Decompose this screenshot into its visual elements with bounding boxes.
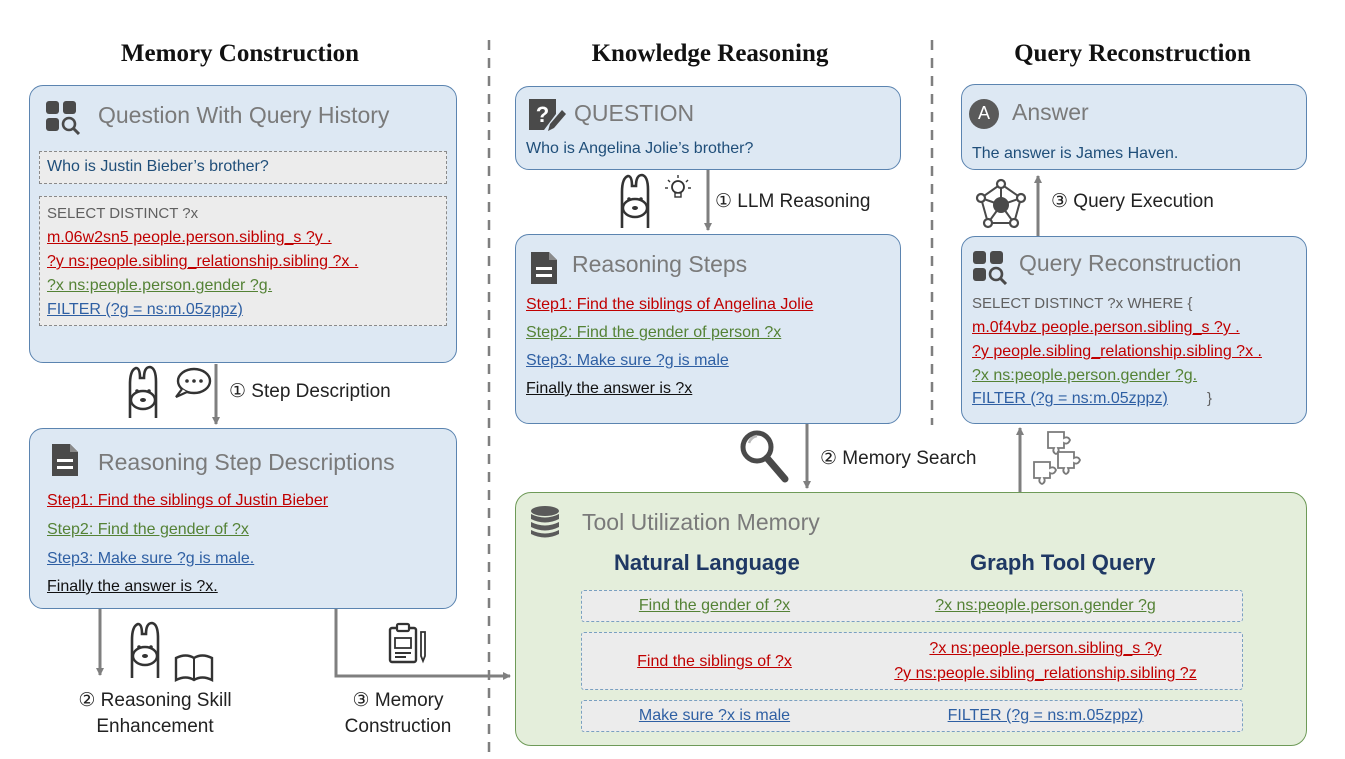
history-query-line-2: m.06w2sn5 people.person.sibling_s ?y . <box>47 229 332 246</box>
history-query-line-1: SELECT DISTINCT ?x <box>47 205 199 222</box>
history-question: Who is Justin Bieber’s brother? <box>47 158 269 175</box>
label-reasoning-skill-enhancement: ② Reasoning Skill Enhancement <box>40 688 270 740</box>
label-query-execution: ③ Query Execution <box>1051 191 1214 212</box>
database-icon <box>531 506 559 538</box>
answer-badge-letter: A <box>977 103 990 123</box>
llama-idea-icon <box>620 173 691 228</box>
document-icon <box>531 252 557 284</box>
question-text: Who is Angelina Jolie’s brother? <box>526 140 754 157</box>
magnifier-icon <box>740 430 789 483</box>
question-box-title: QUESTION <box>574 100 695 126</box>
memory-row-query-line-1: ?x ns:people.person.sibling_s ?y <box>929 640 1162 657</box>
answer-text: The answer is James Haven. <box>972 145 1179 162</box>
reconstruction-line-1: SELECT DISTINCT ?x WHERE { <box>972 295 1193 312</box>
reconstruction-line-4: ?x ns:people.person.gender ?g. <box>972 367 1198 384</box>
reconstruction-box-title: Query Reconstruction <box>1019 250 1242 276</box>
history-query-frame: SELECT DISTINCT ?x m.06w2sn5 people.pers… <box>39 196 447 326</box>
history-query-line-3: ?y ns:people.sibling_relationship.siblin… <box>47 253 359 270</box>
memory-row-nl: Make sure ?x is male <box>638 707 791 724</box>
history-box-title: Question With Query History <box>98 102 390 128</box>
memory-row-nl: Find the gender of ?x <box>638 597 791 614</box>
description-step-2: Step2: Find the gender of ?x <box>47 521 249 538</box>
reasoning-step-3: Step3: Make sure ?g is male <box>526 352 729 369</box>
column-header-natural-language: Natural Language <box>614 550 800 575</box>
question-pen-icon: ? <box>529 99 566 131</box>
answer-box: A Answer The answer is James Haven. <box>961 84 1307 170</box>
label-memory-construction: ③ Memory Construction <box>318 688 478 740</box>
reconstruction-line-5: FILTER (?g = ns:m.05zppz) <box>972 390 1168 407</box>
label-memory-line-2: Construction <box>344 716 452 737</box>
description-step-3: Step3: Make sure ?g is male. <box>47 550 255 567</box>
history-question-frame: Who is Justin Bieber’s brother? <box>39 151 447 184</box>
query-reconstruction-box: Query Reconstruction SELECT DISTINCT ?x … <box>961 236 1307 424</box>
llama-book-icon <box>130 621 214 682</box>
column-title-knowledge-reasoning: Knowledge Reasoning <box>591 40 829 67</box>
llama-speech-icon <box>128 365 212 418</box>
label-llm-reasoning: ① LLM Reasoning <box>715 191 871 212</box>
history-query-line-5: FILTER (?g = ns:m.05zppz) <box>47 301 243 318</box>
reconstruction-line-3: ?y people.sibling_relationship.sibling ?… <box>972 343 1262 360</box>
tool-memory-box: Tool Utilization Memory Natural Language… <box>515 492 1307 746</box>
answer-badge-icon <box>969 99 999 129</box>
answer-box-title: Answer <box>1012 99 1089 125</box>
label-memory-search: ② Memory Search <box>820 448 977 469</box>
memory-row-query-line-2: ?y ns:people.sibling_relationship.siblin… <box>894 665 1197 682</box>
memory-row: Find the gender of ?x ?x ns:people.perso… <box>581 590 1243 622</box>
reasoning-steps-box: Reasoning Steps Step1: Find the siblings… <box>515 234 901 424</box>
column-header-graph-tool-query: Graph Tool Query <box>970 550 1156 575</box>
descriptions-box-title: Reasoning Step Descriptions <box>98 449 395 475</box>
reasoning-descriptions-box: Reasoning Step Descriptions Step1: Find … <box>29 428 457 609</box>
memory-row-query: ?x ns:people.person.gender ?g <box>935 597 1156 614</box>
label-skill-line-2: Enhancement <box>96 716 214 737</box>
reconstruction-line-6: } <box>1207 390 1213 407</box>
reasoning-step-2: Step2: Find the gender of person ?x <box>526 324 782 341</box>
question-history-box: Question With Query History Who is Justi… <box>29 85 457 363</box>
reconstruction-line-2: m.0f4vbz people.person.sibling_s ?y . <box>972 319 1240 336</box>
reasoning-final: Finally the answer is ?x <box>526 380 693 397</box>
memory-row-nl: Find the siblings of ?x <box>637 653 792 670</box>
memory-row: Find the siblings of ?x ?x ns:people.per… <box>581 632 1243 690</box>
graph-execution-icon <box>975 178 1027 229</box>
clipboard-icon <box>388 622 426 664</box>
description-step-1: Step1: Find the siblings of Justin Biebe… <box>47 492 329 509</box>
memory-row: Make sure ?x is male FILTER (?g = ns:m.0… <box>581 700 1243 732</box>
history-query-line-4: ?x ns:people.person.gender ?g. <box>47 277 273 294</box>
arrow-memory-construction <box>334 609 511 680</box>
column-title-memory-construction: Memory Construction <box>120 40 360 67</box>
reasoning-steps-title: Reasoning Steps <box>572 251 748 277</box>
reasoning-step-1: Step1: Find the siblings of Angelina Jol… <box>526 296 814 313</box>
grid-search-icon <box>46 101 81 135</box>
memory-row-query: FILTER (?g = ns:m.05zppz) <box>947 707 1144 724</box>
description-final: Finally the answer is ?x. <box>47 578 218 595</box>
label-step-description: ① Step Description <box>229 381 391 402</box>
grid-search-icon <box>973 251 1008 285</box>
svg-text:?: ? <box>536 102 549 127</box>
tool-memory-title: Tool Utilization Memory <box>582 509 820 535</box>
label-memory-line-1: ③ Memory <box>352 690 444 711</box>
question-box: ? QUESTION Who is Angelina Jolie’s broth… <box>515 86 901 170</box>
document-icon <box>52 444 78 476</box>
puzzle-icon <box>1033 431 1081 486</box>
column-title-query-reconstruction: Query Reconstruction <box>1014 40 1251 67</box>
label-skill-line-1: ② Reasoning Skill <box>78 690 232 711</box>
